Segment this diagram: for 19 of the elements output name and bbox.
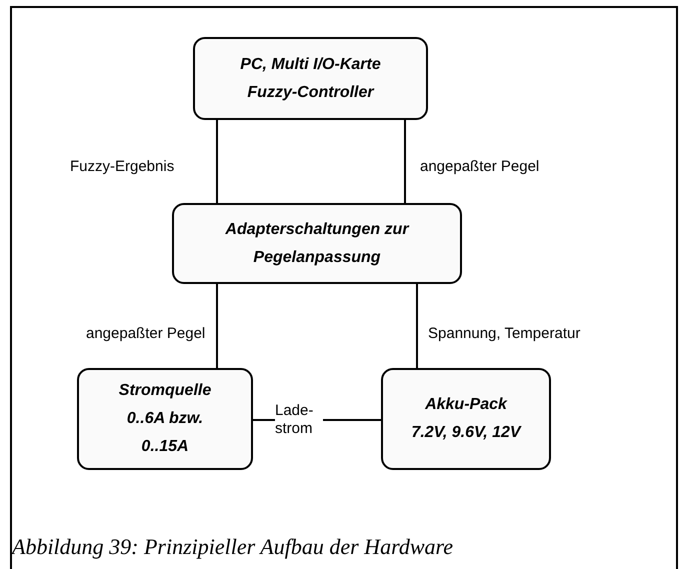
process-box bbox=[193, 37, 428, 120]
box-text: Stromquelle 0..6A bzw. 0..15A bbox=[118, 381, 212, 457]
connector-line bbox=[404, 120, 406, 203]
box-text: Adapterschaltungen zur Pegelanpassung bbox=[224, 220, 410, 268]
box-text: Fuzzy-Controller bbox=[247, 82, 374, 102]
figure-caption: Abbildung 39: Prinzipieller Aufbau der Hardware bbox=[12, 534, 453, 560]
edge-label: Spannung, Temperatur bbox=[428, 325, 580, 343]
connector-line bbox=[216, 284, 218, 368]
connector-line bbox=[216, 120, 218, 203]
process-box bbox=[77, 368, 253, 470]
box-text: 7.2V, 9.6V, 12V bbox=[411, 423, 521, 443]
edge-label: angepaßter Pegel bbox=[420, 158, 540, 176]
box-text: PC, Multi I/O-Karte bbox=[240, 54, 381, 74]
edge-label: Fuzzy-Ergebnis bbox=[70, 158, 174, 176]
process-box bbox=[172, 203, 462, 284]
box-text: Akku-Pack bbox=[425, 395, 507, 415]
connector-line bbox=[416, 284, 418, 368]
edge-label: angepaßter Pegel bbox=[86, 325, 206, 343]
process-box bbox=[381, 368, 551, 470]
